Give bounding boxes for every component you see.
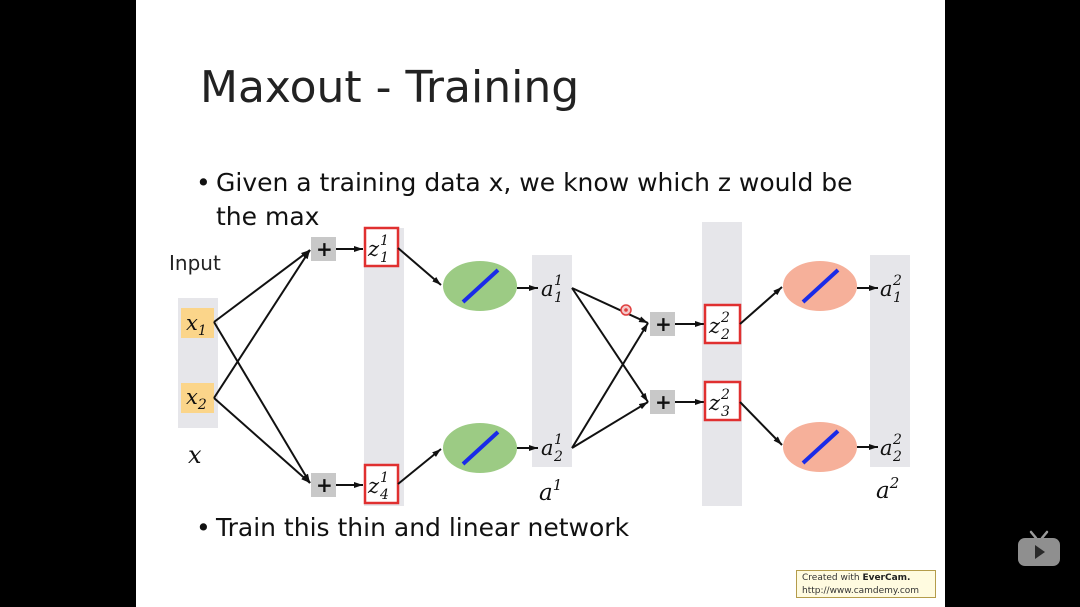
a1-layer-band <box>532 255 572 467</box>
x2-box <box>181 383 214 413</box>
plus-box-2-top <box>650 312 675 336</box>
input-arrows <box>213 249 311 484</box>
plus-box-bottom <box>311 473 336 497</box>
a2-vector-label: a2 <box>876 474 899 504</box>
plus2-to-z2-arrows <box>675 321 704 405</box>
z32-highlight <box>703 380 742 422</box>
bullet-train-thin-linear: •Train this thin and linear network <box>196 513 629 542</box>
linear-activation-icon-2-bottom <box>801 429 840 465</box>
video-player-tv-icon[interactable] <box>1016 530 1062 570</box>
neuron-to-a1-arrows <box>517 285 538 451</box>
x1-label: x1 <box>186 311 207 339</box>
plus-sign-bottom: + <box>316 473 333 497</box>
plus-to-z1-arrows <box>336 246 363 488</box>
x1-box <box>181 308 214 338</box>
plus-box-top <box>311 237 336 261</box>
linear-activation-icon-bottom <box>461 430 500 466</box>
bullet-dot: • <box>196 168 211 197</box>
pointer-dot-center <box>624 308 628 312</box>
z1-to-neuron-arrows <box>397 247 442 485</box>
slide-title: Maxout - Training <box>200 62 580 113</box>
z1-layer-band <box>364 228 404 506</box>
z2-layer-band <box>702 222 742 506</box>
z11-highlight <box>363 226 400 268</box>
z2-to-neuron-arrows <box>739 286 783 446</box>
watermark-brand: EverCam. <box>862 573 911 583</box>
bullet2-text: Train this thin and linear network <box>216 513 630 542</box>
z41-highlight <box>363 463 400 505</box>
watermark-url: http://www.camdemy.com <box>802 586 920 596</box>
linear-activation-icon-2-top <box>801 268 840 304</box>
plus-sign-2-bottom: + <box>655 390 672 414</box>
bullet-given-training-data: •Given a training data x, we know which … <box>196 166 896 234</box>
x-vector-label: x <box>188 441 202 469</box>
neuron-to-a2-arrows <box>857 285 878 450</box>
slide: Maxout - Training •Given a training data… <box>136 0 945 607</box>
bullet-dot: • <box>196 513 211 542</box>
linear-activation-icon-top <box>461 268 500 304</box>
input-label: Input <box>169 251 221 275</box>
x2-label: x2 <box>186 385 207 413</box>
a1-to-plus-arrows <box>571 287 649 449</box>
watermark-prefix: Created with <box>802 573 863 583</box>
bullet1-line1: Given a training data x, we know which z… <box>216 168 853 197</box>
plus-sign-2-top: + <box>655 312 672 336</box>
plus-sign-top: + <box>316 237 333 261</box>
plus-box-2-bottom <box>650 390 675 414</box>
a1-vector-label: a1 <box>539 476 562 506</box>
evercam-watermark: Created with EverCam. http://www.camdemy… <box>796 570 936 598</box>
bullet1-line2: the max <box>216 202 320 231</box>
